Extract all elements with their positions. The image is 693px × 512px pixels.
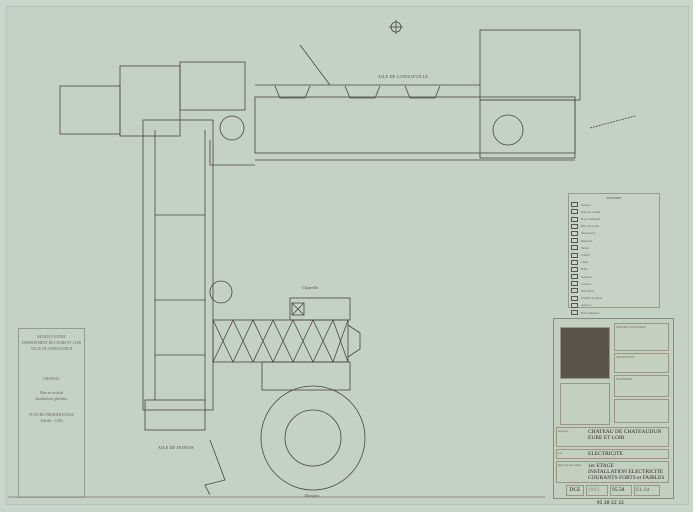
symbol-icon [571, 266, 578, 272]
date: 1993 [586, 485, 608, 496]
legend-item: Armoire [571, 302, 657, 308]
symbol-icon [571, 230, 578, 236]
symbol-icon [571, 252, 578, 258]
owner-cell: MAITRE D'OUVRAGE [614, 323, 669, 351]
chapel-plan [212, 297, 361, 391]
label-keep: Donjon [305, 493, 319, 498]
north-wing [59, 29, 636, 166]
legend-item: Bloc autonome [571, 223, 657, 229]
plan-title: PLAN DU PREMIER ETAGE [29, 413, 74, 417]
department: DEPARTEMENT DE L'EURE ET LOIR [21, 341, 82, 345]
symbol-icon [571, 259, 578, 265]
symbol-icon [571, 238, 578, 244]
archive-stamp: 95 28 22 22 [597, 501, 625, 506]
legend-item: Centrale [571, 281, 657, 287]
legend-item: Dérivation [571, 288, 657, 294]
legend-item: Interrupteur [571, 230, 657, 236]
legend-item: Foyer lumineux [571, 216, 657, 222]
ref-cell [614, 399, 669, 423]
legend-item: Chemin de câbles [571, 295, 657, 301]
building-photo [560, 327, 610, 379]
legend-item: Coffret [571, 252, 657, 258]
north-arrow-icon [389, 20, 403, 34]
label-wing-north: AILE DE LONGUEVILLE [378, 74, 429, 79]
symbol-icon [571, 223, 578, 229]
legend-item: Boîte [571, 266, 657, 272]
symbol-icon [571, 216, 578, 222]
engineer-cell: INGENIEUR [614, 375, 669, 397]
lot-cell: Lot ELECTRICITE [556, 449, 669, 459]
symbol-icon [571, 288, 578, 294]
legend-item: Câble [571, 259, 657, 265]
key-plan-thumbnail [560, 383, 610, 425]
symbol-icon [571, 209, 578, 215]
label-wing-west: AILE DE DUNOIS [158, 445, 194, 450]
legend: LEGENDE Tableau Prise de courant Foyer l… [568, 193, 660, 315]
scale: Echelle : 1/200 [40, 419, 63, 423]
legend-item: Sirène [571, 245, 657, 251]
building: CHATEAU [43, 377, 60, 381]
legend-item: Tableau [571, 202, 657, 208]
architect-cell: ARCHITECTE [614, 353, 669, 373]
works: Mise en sécurité [39, 391, 64, 395]
legend-item: Sonnerie [571, 274, 657, 280]
legend-item: Détecteur [571, 238, 657, 244]
symbol-icon [571, 302, 578, 308]
legend-item: Prise téléphone [571, 310, 657, 315]
legend-item: Prise de courant [571, 209, 657, 215]
site-cell: Ouvrage CHATEAU DE CHATEAUDUN EURE ET LO… [556, 427, 669, 447]
label-chapel: Chapelle [302, 285, 319, 290]
reference: 95.58 [610, 485, 632, 496]
title-block: MAITRE D'OUVRAGE ARCHITECTE INGENIEUR Ou… [553, 318, 674, 499]
city: VILLE DE CHATEAUDUN [30, 347, 73, 351]
symbol-icon [571, 202, 578, 208]
legend-title: LEGENDE [606, 196, 622, 200]
project-info-panel: REGION CENTRE DEPARTEMENT DE L'EURE ET L… [18, 328, 85, 498]
symbol-icon [571, 281, 578, 287]
phase: DCE [566, 485, 584, 496]
keep-plan [260, 385, 366, 491]
drawing-number: EL 04 [634, 485, 660, 496]
symbol-icon [571, 245, 578, 251]
west-wing [142, 119, 233, 496]
document-cell: Objet du document 1er ETAGE INSTALLATION… [556, 461, 669, 483]
works2: Installations générales [35, 397, 68, 401]
region: REGION CENTRE [37, 335, 66, 339]
symbol-icon [571, 274, 578, 280]
symbol-icon [571, 310, 578, 315]
symbol-icon [571, 295, 578, 301]
